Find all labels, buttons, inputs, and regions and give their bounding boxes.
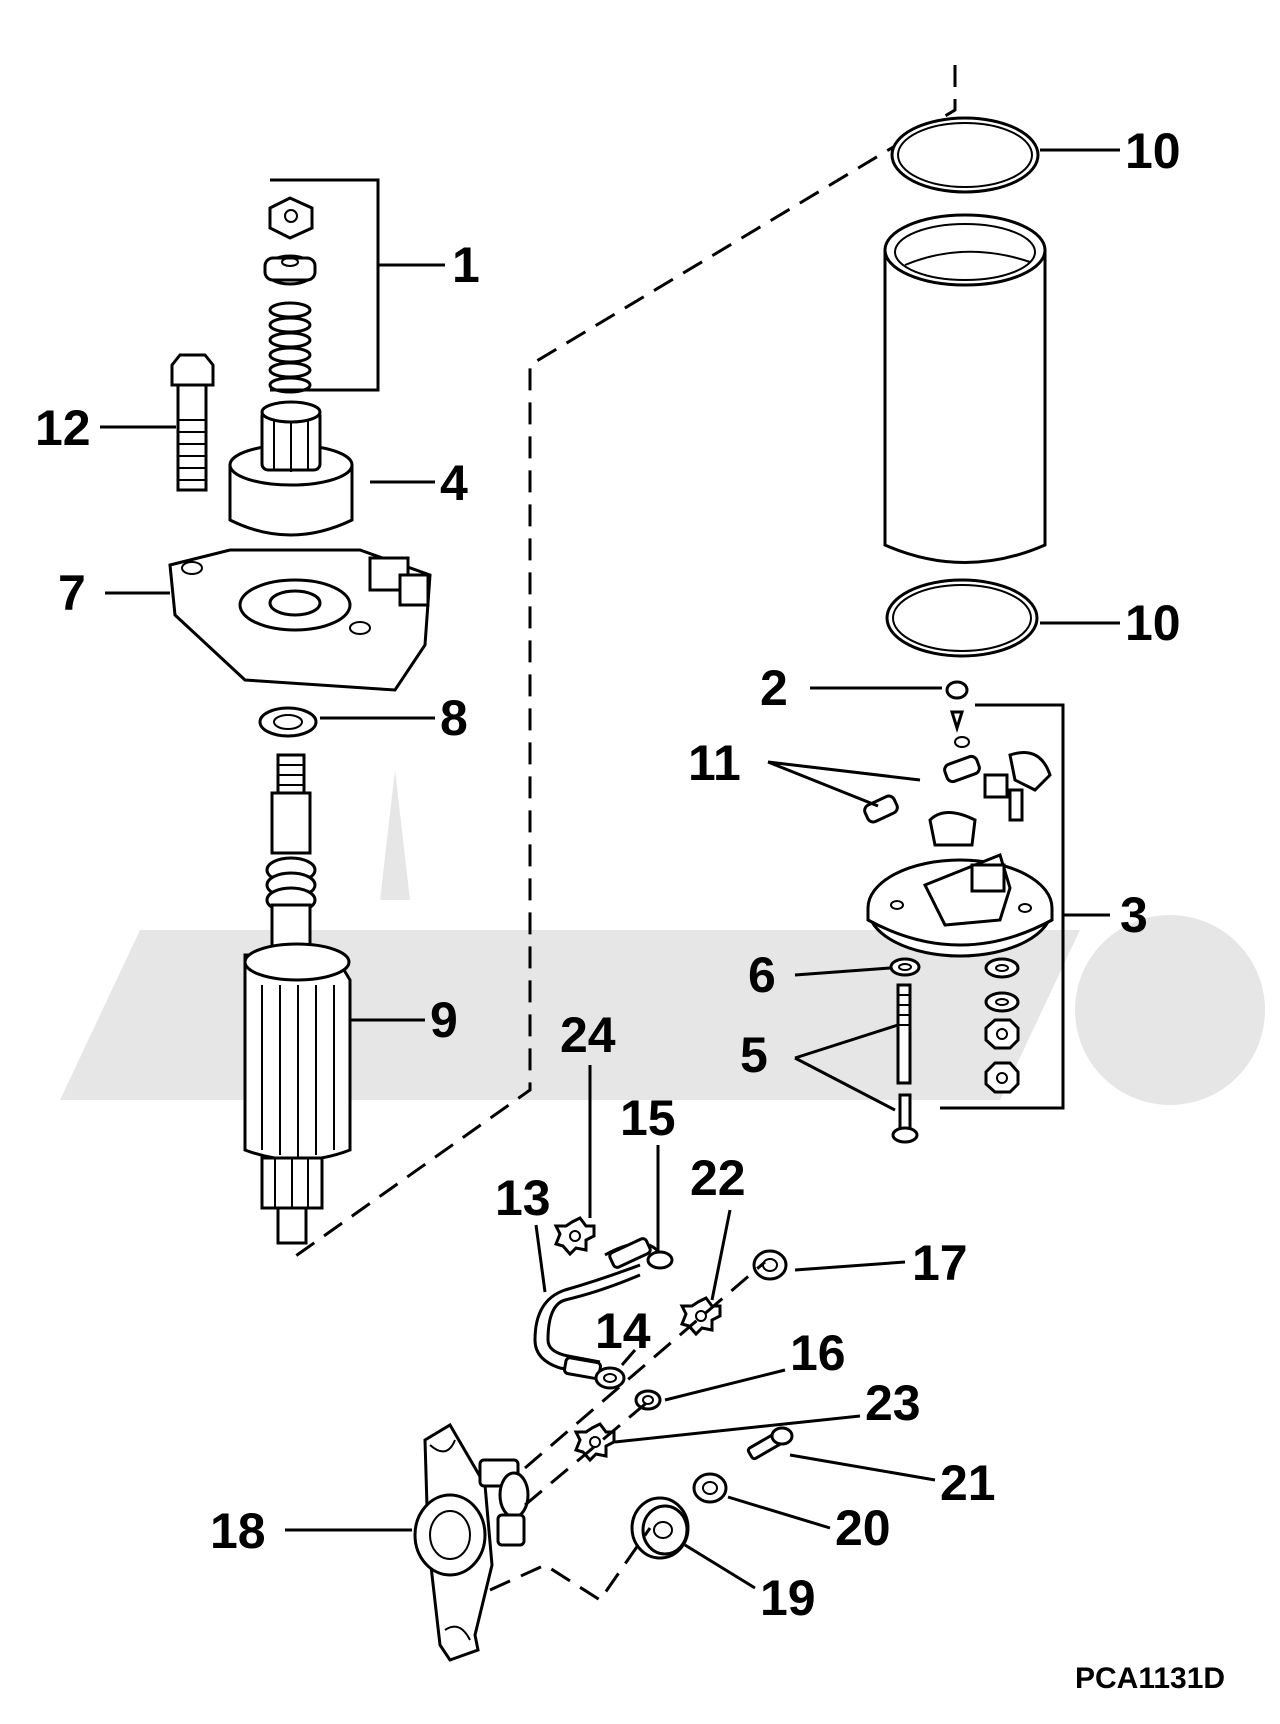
brush-plate-icon <box>863 680 1054 958</box>
callout-2: 2 <box>760 660 788 716</box>
bracket-icon <box>413 1422 530 1662</box>
callout-15: 15 <box>620 1090 676 1146</box>
callout-labels: 1 2 3 4 5 6 7 8 9 10 10 11 12 13 14 15 1… <box>35 123 1181 1626</box>
callout-3: 3 <box>1120 887 1148 943</box>
armature-icon <box>243 753 352 1245</box>
callout-14: 14 <box>595 1303 651 1359</box>
o-ring-icon <box>890 116 1040 194</box>
lockwasher-23-icon <box>573 1422 616 1463</box>
leader-lines <box>100 148 1120 1590</box>
lockwasher-24-icon <box>553 1216 596 1257</box>
callout-22: 22 <box>690 1150 746 1206</box>
callout-10-bottom: 10 <box>1125 595 1181 651</box>
callout-24: 24 <box>560 1007 616 1063</box>
item-1-bracket <box>270 178 380 392</box>
callout-8: 8 <box>440 690 468 746</box>
screw-21-icon <box>746 1426 794 1461</box>
spacer-icon <box>263 254 317 286</box>
nut-icon <box>268 196 314 240</box>
lead-wire-icon <box>533 1237 674 1390</box>
end-cap-icon <box>168 548 432 692</box>
callout-16: 16 <box>790 1325 846 1381</box>
callout-13: 13 <box>495 1170 551 1226</box>
hardware-guide-lines <box>489 1260 766 1603</box>
callout-6: 6 <box>748 947 776 1003</box>
washer-20-icon <box>692 1472 728 1504</box>
through-bolt-icon <box>891 983 919 1144</box>
callout-10-top: 10 <box>1125 123 1181 179</box>
callout-19: 19 <box>760 1570 816 1626</box>
callout-4: 4 <box>440 455 468 511</box>
washer-17-icon <box>752 1249 788 1281</box>
assembly-outline <box>289 65 957 1262</box>
callout-9: 9 <box>430 992 458 1048</box>
washer-icon <box>258 706 318 738</box>
bolt-icon <box>170 353 215 492</box>
diagram-code: PCA1131D <box>1075 1662 1225 1695</box>
callout-1: 1 <box>452 237 480 293</box>
frame-tube-icon <box>883 213 1047 564</box>
washer-icon <box>889 957 921 977</box>
item-3-bracket <box>940 703 1065 1110</box>
callout-11: 11 <box>688 735 741 791</box>
nut-16-icon <box>634 1389 662 1411</box>
pinion-drive-icon <box>228 400 354 537</box>
o-ring-icon <box>885 578 1039 658</box>
spring-icon <box>268 301 312 394</box>
callout-20: 20 <box>835 1500 891 1556</box>
callout-5: 5 <box>740 1027 768 1083</box>
grommet-icon <box>630 1496 690 1560</box>
nut-icon <box>984 957 1020 1094</box>
callout-12: 12 <box>35 400 91 456</box>
callout-23: 23 <box>865 1375 921 1431</box>
callout-17: 17 <box>912 1235 968 1291</box>
callout-7: 7 <box>58 565 86 621</box>
watermark <box>60 770 1265 1105</box>
callout-18: 18 <box>210 1503 266 1559</box>
callout-21: 21 <box>940 1455 996 1511</box>
